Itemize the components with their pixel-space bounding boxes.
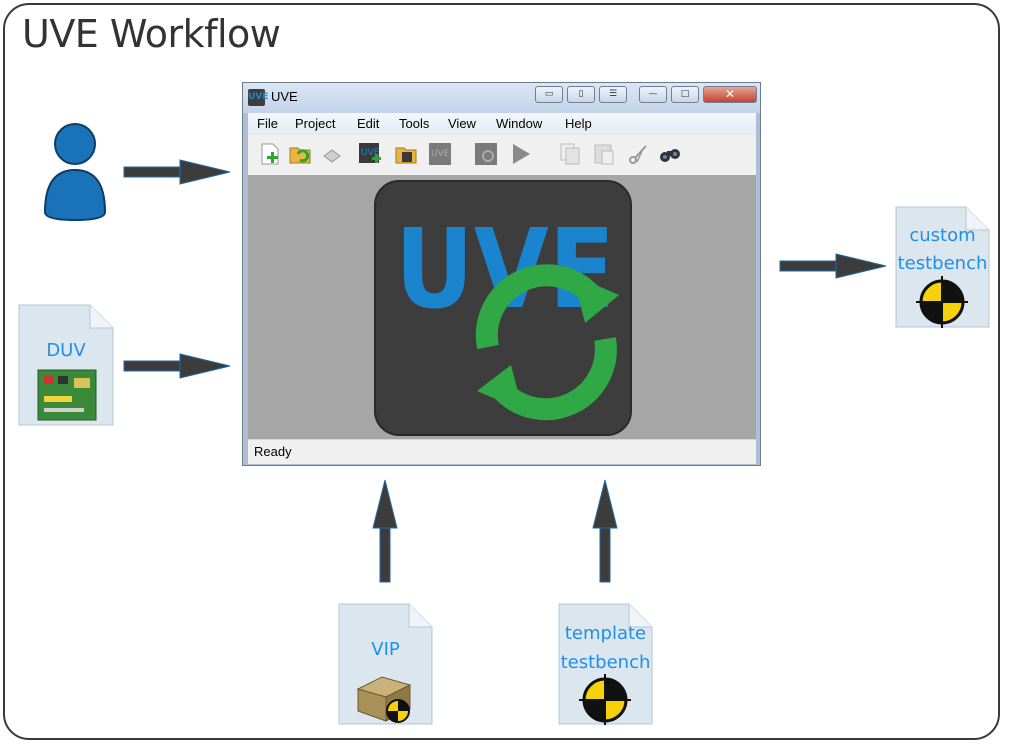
svg-text:UVE: UVE [431,149,450,159]
uve-logo: UVE [374,180,632,436]
tile-horizontal-button[interactable]: ▯ [567,86,595,103]
vip-document: VIP [338,603,433,725]
cascade-button[interactable]: ☰ [599,86,627,103]
maximize-button[interactable]: □ [671,86,699,103]
menu-window[interactable]: Window [496,116,543,131]
menu-help[interactable]: Help [565,116,592,131]
new-file-icon[interactable] [258,142,282,166]
menu-file[interactable]: File [257,116,278,131]
user-icon [43,123,107,222]
paste-icon[interactable] [592,142,616,166]
template-label-line2: testbench [560,652,651,673]
menu-tools[interactable]: Tools [399,116,430,131]
arrow-user-to-tool [123,159,231,185]
arrow-vip-to-tool [372,479,398,583]
window-titlebar: UVE UVE ▭ ▯ ☰ — □ ✕ [243,83,760,113]
open-uve-project-icon[interactable] [394,142,418,166]
uve-window: UVE UVE ▭ ▯ ☰ — □ ✕ File Project Edit To… [242,82,761,466]
toolbar: UVE UVE [248,135,756,176]
arrow-tool-to-custom [779,253,887,279]
logo-text: UVE [395,205,615,333]
menu-view[interactable]: View [448,116,476,131]
template-testbench-document: template testbench [558,603,653,725]
custom-label-line2: testbench [897,253,988,274]
custom-label-line1: custom [909,225,976,246]
package-icon [338,603,433,725]
uve-refresh-icon[interactable] [474,142,498,166]
copy-icon[interactable] [558,142,582,166]
app-icon: UVE [248,89,268,106]
menu-edit[interactable]: Edit [357,116,380,131]
status-text: Ready [254,444,292,459]
duv-document: DUV [18,304,114,426]
menu-project[interactable]: Project [295,116,336,131]
window-title: UVE [271,89,298,104]
find-icon[interactable] [658,142,682,166]
uve-generate-icon[interactable]: UVE [428,142,452,166]
diagram-title: UVE Workflow [22,12,281,56]
run-icon[interactable] [508,142,532,166]
save-icon[interactable] [320,142,344,166]
arrow-template-to-tool [592,479,618,583]
custom-testbench-document: custom testbench [895,206,990,328]
open-project-icon[interactable] [288,142,312,166]
template-label-line1: template [564,623,647,644]
document-icon [558,603,653,725]
cut-icon[interactable] [626,142,650,166]
document-icon [895,206,990,328]
menu-bar: File Project Edit Tools View Window Help [248,113,756,135]
status-bar: Ready [248,439,756,464]
new-uve-project-icon[interactable]: UVE [358,142,382,166]
vip-label: VIP [371,639,400,660]
close-button[interactable]: ✕ [703,86,757,103]
tile-vertical-button[interactable]: ▭ [535,86,563,103]
document-icon [18,304,114,426]
arrow-duv-to-tool [123,353,231,379]
client-area: UVE [248,175,756,439]
svg-text:UVE: UVE [361,148,380,158]
minimize-button[interactable]: — [639,86,667,103]
duv-label: DUV [46,340,86,361]
